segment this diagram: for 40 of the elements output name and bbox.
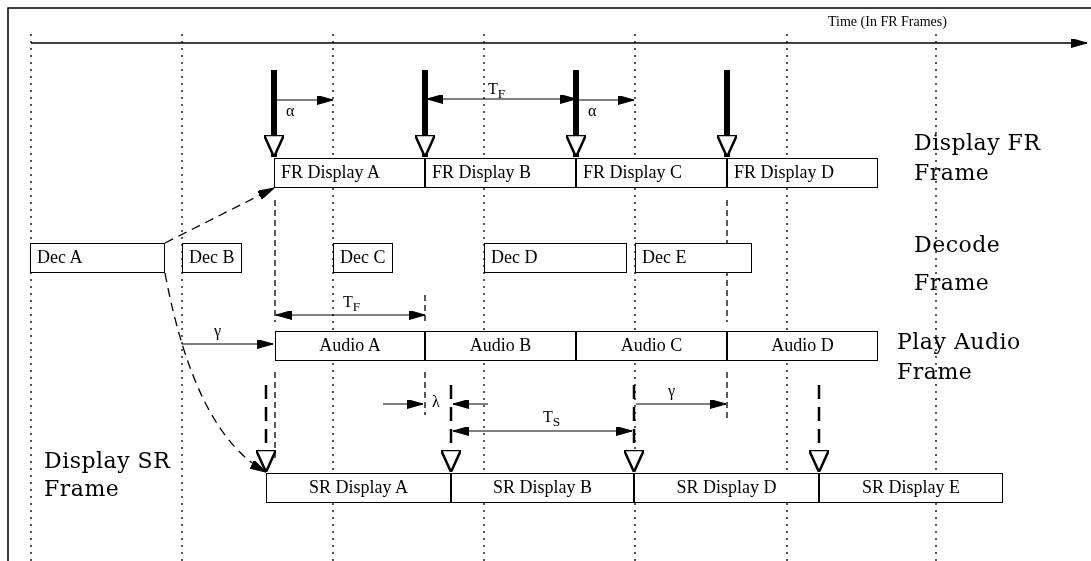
frame-box: SR Display A	[266, 473, 451, 503]
frame-box: Audio C	[576, 331, 727, 361]
dimension-label: T$_{S}$	[543, 408, 561, 431]
frame-box: Audio B	[425, 331, 576, 361]
frame-box: SR Display B	[451, 473, 634, 503]
arrow	[439, 385, 463, 474]
dimension-label: γ	[214, 322, 222, 340]
dimension-label: λ	[432, 393, 440, 411]
frame-box: FR Display B	[425, 158, 576, 188]
dimension-label: T$_{F}$	[488, 80, 506, 103]
frame-box: Dec B	[182, 243, 242, 273]
dimension-label: α	[588, 102, 597, 120]
row-label: Display FR Frame	[914, 129, 1042, 187]
frame-box: FR Display A	[274, 158, 425, 188]
arrow	[622, 385, 646, 474]
frame-box: SR Display E	[819, 473, 1003, 503]
frame-box: Dec C	[333, 243, 393, 273]
arrow	[164, 187, 275, 244]
row-label: Decode Frame	[914, 231, 1002, 297]
dimension-label: T$_{F}$	[343, 293, 361, 316]
frame-box: SR Display D	[634, 473, 819, 503]
frame-box: Dec A	[30, 243, 165, 273]
arrow	[715, 70, 739, 159]
frame-box: FR Display C	[576, 158, 727, 188]
arrow	[564, 70, 588, 159]
row-label: Display SR Frame	[44, 447, 172, 503]
arrow	[164, 272, 267, 473]
row-label: Play Audio Frame	[897, 328, 1022, 386]
arrow	[262, 70, 286, 159]
frame-box: Audio D	[727, 331, 878, 361]
frame-box: FR Display D	[727, 158, 878, 188]
arrow	[254, 385, 278, 474]
frame-box: Audio A	[275, 331, 425, 361]
dimension-label: γ	[668, 382, 676, 400]
arrow	[413, 70, 437, 159]
arrow	[807, 385, 831, 474]
frame-box: Dec D	[484, 243, 627, 273]
axis-label: Time (In FR Frames)	[828, 14, 947, 30]
frame-box: Dec E	[635, 243, 752, 273]
dimension-label: α	[286, 102, 295, 120]
